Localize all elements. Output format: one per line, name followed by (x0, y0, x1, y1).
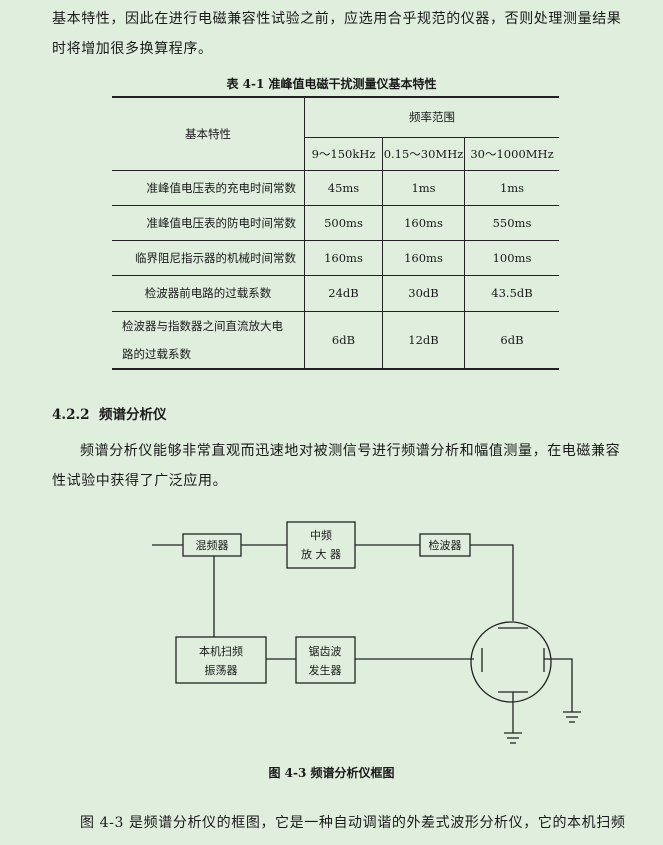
cell: 6dB (464, 310, 559, 370)
table-row: 准峰值电压表的充电时间常数 45ms 1ms 1ms (112, 169, 559, 206)
detector-label: 检波器 (429, 538, 462, 552)
col-header: 0.15～30MHz (382, 136, 465, 171)
row-label: 检波器与指数器之间直流放大电 路的过载系数 (112, 310, 305, 370)
sawtooth-generator-block (295, 636, 356, 684)
table-row: 检波器与指数器之间直流放大电 路的过载系数 6dB 12dB 6dB (112, 310, 559, 370)
cell: 160ms (382, 204, 465, 241)
detector-block (419, 533, 471, 557)
row-label: 临界阻尼指示器的机械时间常数 (112, 239, 305, 276)
lo-label: 振荡器 (205, 663, 238, 677)
row-label-line: 路的过载系数 (122, 346, 191, 361)
spec-table: 基本特性 频率范围 9～150kHz 0.15～30MHz 30～1000MHz… (112, 96, 559, 370)
cell: 12dB (382, 310, 465, 370)
crt-circle (470, 621, 552, 703)
table-row: 检波器前电路的过载系数 24dB 30dB 43.5dB (112, 274, 559, 312)
cell: 6dB (304, 310, 383, 370)
cell: 160ms (382, 239, 465, 276)
row-label: 检波器前电路的过载系数 (112, 274, 305, 312)
intro-paragraph: 基本特性，因此在进行电磁兼容性试验之前，应选用合乎规范的仪器，否则处理测量结果时… (52, 11, 622, 57)
table-caption: 表 4-1 准峰值电磁干扰测量仪基本特性 (226, 77, 437, 91)
if-amp-label: 放 大 器 (301, 547, 341, 561)
cell: 550ms (464, 204, 559, 241)
table-row: 准峰值电压表的防电时间常数 500ms 160ms 550ms (112, 204, 559, 241)
header-frequency-range: 频率范围 (304, 96, 559, 138)
connector-line (470, 544, 514, 621)
cell: 1ms (464, 169, 559, 206)
if-amplifier-block (286, 521, 356, 569)
mixer-label: 混频器 (196, 538, 229, 552)
cell: 1ms (382, 169, 465, 206)
row-label-line: 检波器与指数器之间直流放大电 (122, 318, 283, 333)
row-label: 准峰值电压表的充电时间常数 (112, 169, 305, 206)
section-number: 4.2.2 (52, 407, 90, 423)
cell: 43.5dB (464, 274, 559, 312)
local-oscillator-block (175, 636, 267, 684)
row-label: 准峰值电压表的防电时间常数 (112, 204, 305, 241)
section-heading: 4.2.2 频谱分析仪 (52, 403, 167, 423)
ground-symbol (504, 732, 522, 744)
table-row: 临界阻尼指示器的机械时间常数 160ms 160ms 100ms (112, 239, 559, 276)
sawtooth-label: 锯齿波 (309, 644, 342, 658)
spectrum-paragraph: 频谱分析仪能够非常直观而迅速地对被测信号进行频谱分析和幅值测量，在电磁兼容性试验… (52, 443, 621, 489)
figure-explain-paragraph: 图 4-3 是频谱分析仪的框图，它是一种自动调谐的外差式波形分析仪，它的本机扫频 (80, 815, 626, 831)
cell: 100ms (464, 239, 559, 276)
if-amp-label: 中频 (310, 528, 332, 542)
section-title: 频谱分析仪 (99, 407, 167, 423)
ground-line (544, 658, 573, 712)
cell: 24dB (304, 274, 383, 312)
figure-caption: 图 4-3 频谱分析仪框图 (268, 766, 395, 780)
header-basic-characteristics: 基本特性 (112, 96, 305, 171)
mixer-block (182, 533, 242, 557)
ground-symbol (563, 711, 581, 723)
sawtooth-label: 发生器 (309, 663, 342, 677)
lo-label: 本机扫频 (199, 644, 243, 658)
